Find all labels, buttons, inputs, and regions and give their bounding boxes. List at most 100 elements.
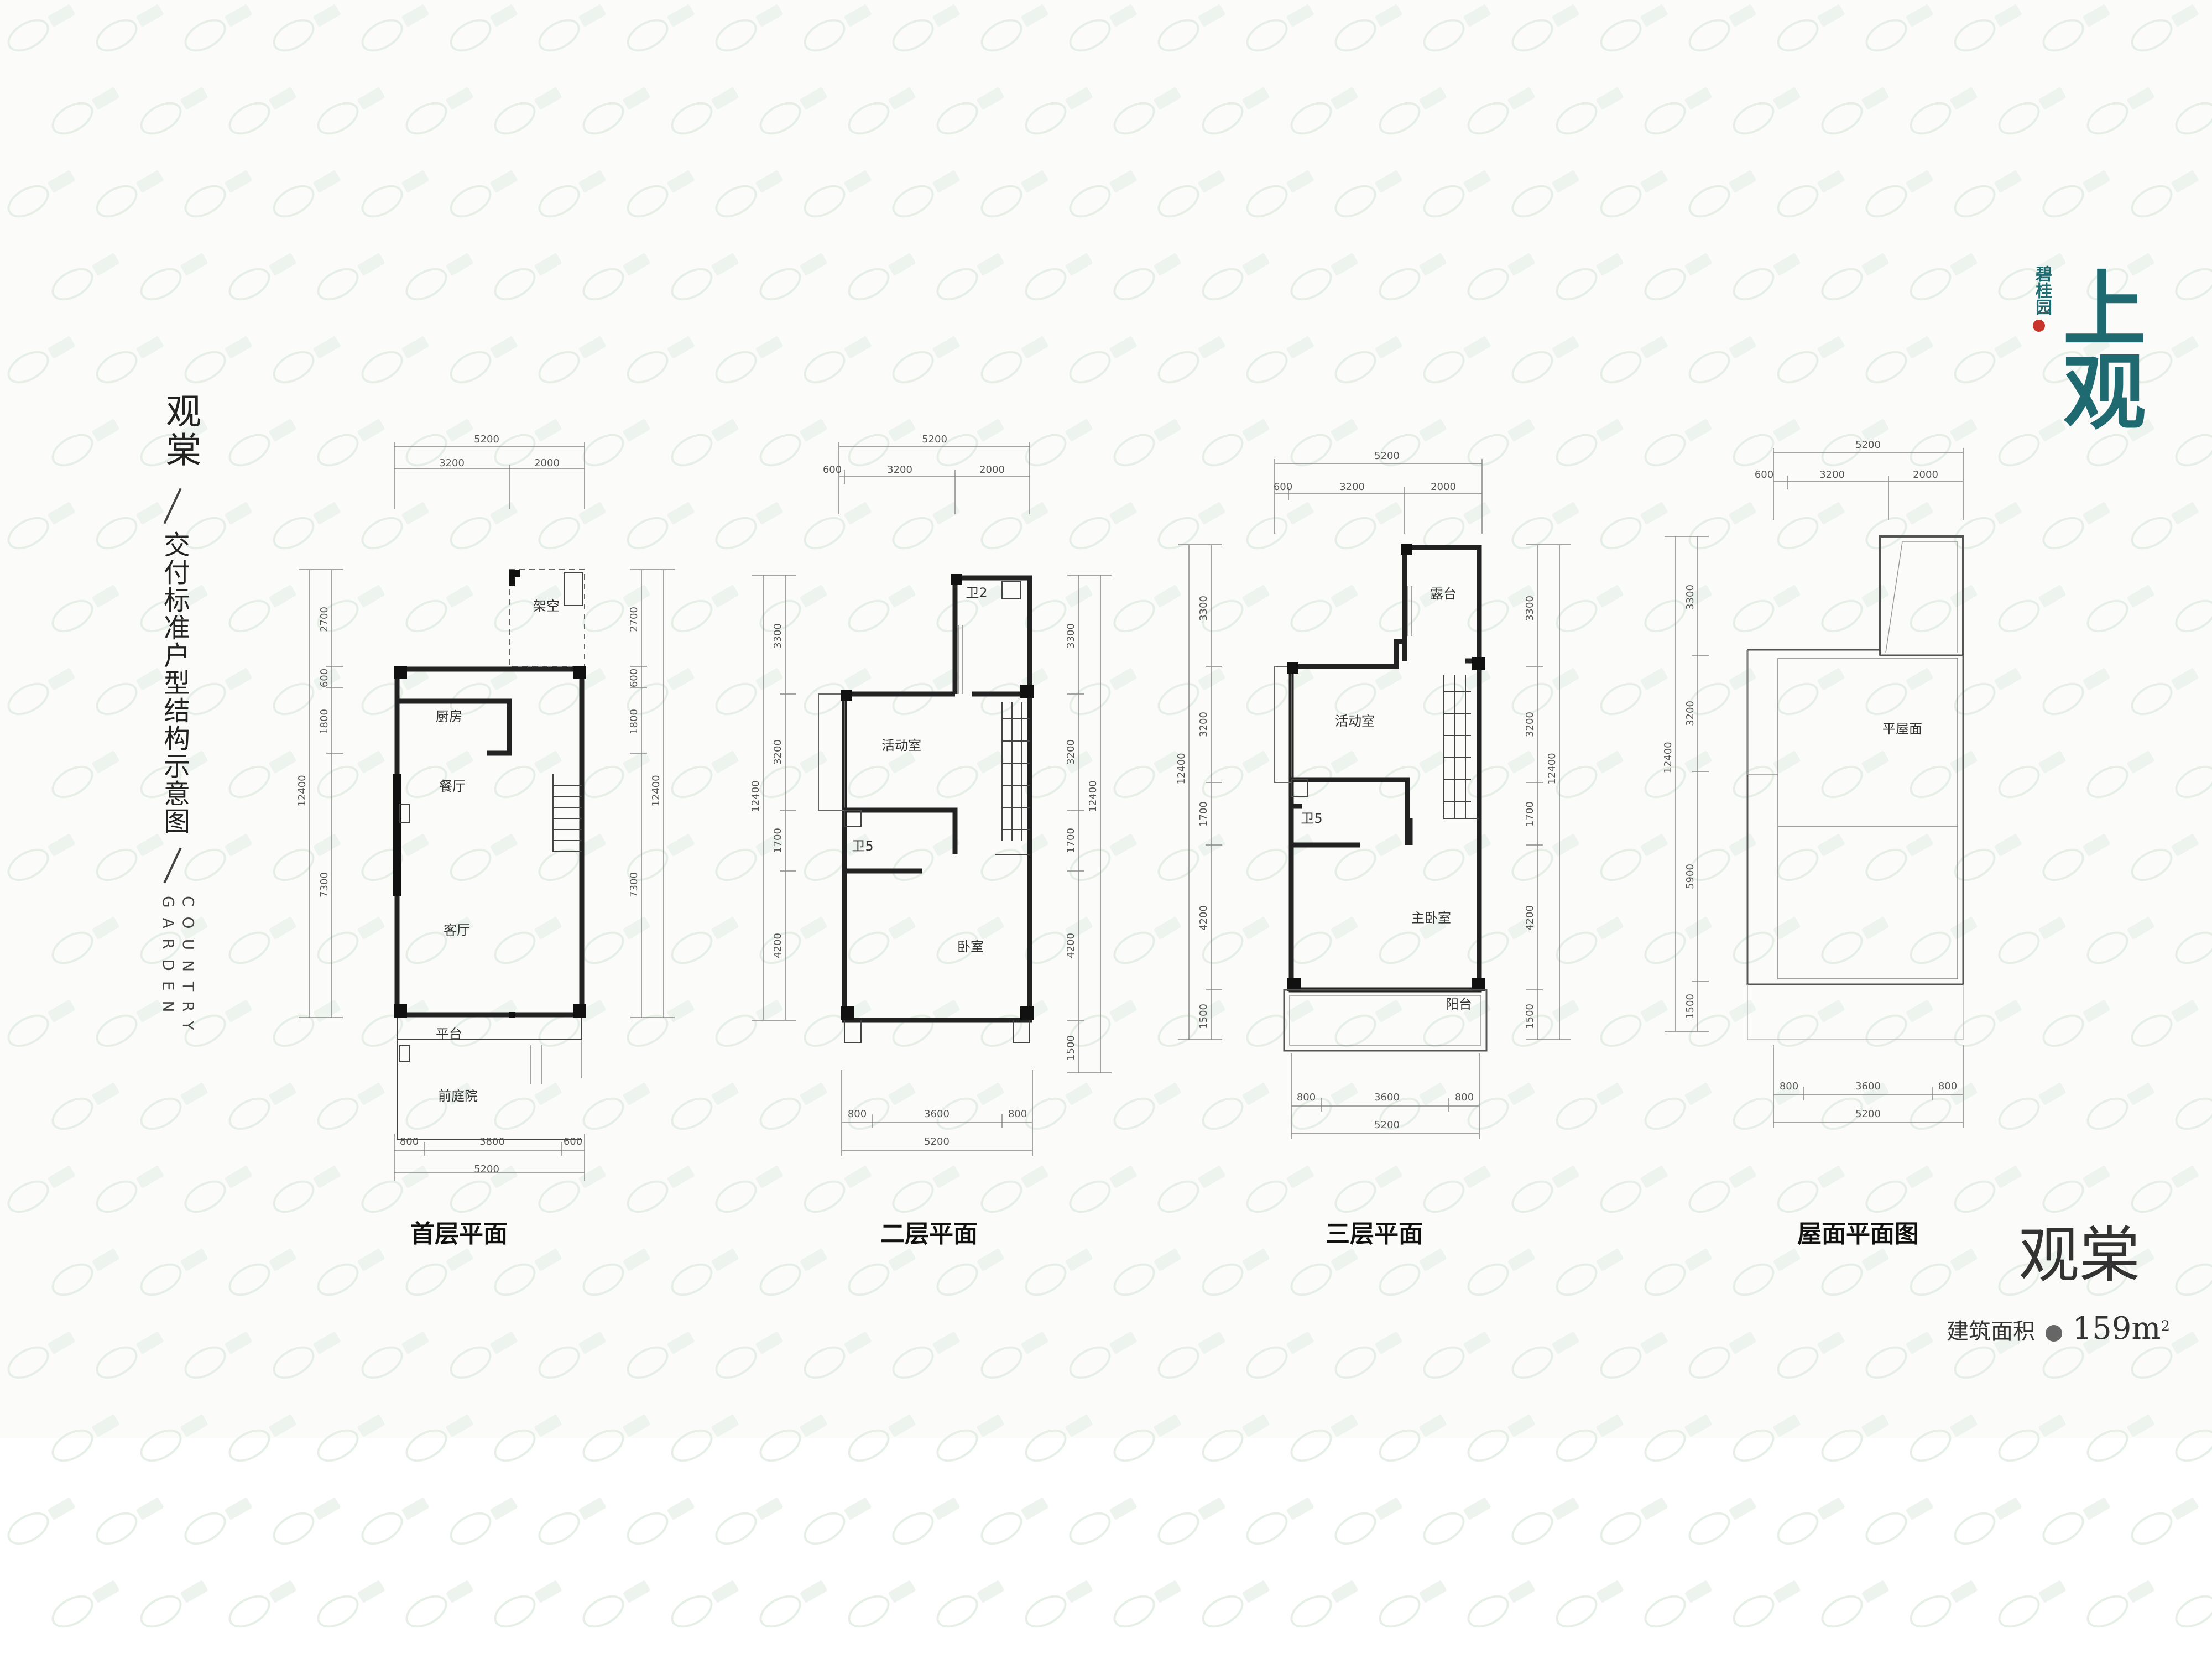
watermark-mark — [709, 1505, 763, 1552]
dim-label: 800 — [848, 1108, 867, 1120]
dim-label: 3200 — [1684, 701, 1696, 726]
watermark-mark — [975, 1505, 1028, 1552]
room-label: 主卧室 — [1411, 910, 1451, 926]
dim-label: 800 — [1008, 1108, 1027, 1120]
watermark-mark — [1904, 1588, 1957, 1635]
side-title-name: 观棠 — [160, 393, 201, 470]
side-title-block: 观棠 交付标准户型结构示意图 COUNTRY GARDEN — [155, 393, 205, 1045]
watermark-mark — [311, 1588, 364, 1635]
watermark-mark — [444, 1505, 497, 1552]
plan-roof: 5200 600 3200 2000 3300 3200 12400 5900 … — [1662, 439, 1964, 1128]
dim-label: 3200 — [1065, 739, 1077, 765]
dimension-chain-bottom: 800 3800 600 5200 — [394, 1134, 585, 1181]
watermark-mark — [267, 1505, 320, 1552]
room-label: 卧室 — [957, 939, 984, 954]
dim-label: 5200 — [474, 434, 499, 445]
plan-third-floor: 5200 600 3200 2000 3300 3200 12400 1700 … — [1176, 450, 1571, 1139]
dim-label: 800 — [400, 1136, 419, 1147]
dim-label: 5200 — [924, 1136, 950, 1147]
dim-label: 3200 — [1198, 712, 1209, 737]
watermark-mark — [798, 1505, 851, 1552]
watermark-mark — [1550, 1588, 1603, 1635]
dim-label: 3200 — [772, 739, 784, 765]
room-label: 平台 — [436, 1026, 462, 1042]
dimension-chain-right: 2700 600 1800 12400 7300 — [628, 569, 675, 1018]
watermark-mark — [621, 1505, 674, 1552]
watermark-mark — [1639, 1588, 1692, 1635]
watermark-mark — [2081, 1588, 2134, 1635]
watermark-mark — [400, 1588, 453, 1635]
watermark-mark — [90, 1505, 143, 1552]
dim-label: 600 — [823, 464, 842, 476]
watermark-mark — [1329, 1505, 1382, 1552]
dim-label: 5200 — [1374, 1119, 1400, 1131]
watermark-mark — [1019, 1588, 1072, 1635]
watermark-mark — [1727, 1588, 1780, 1635]
room-label: 前庭院 — [438, 1088, 478, 1104]
logo-brand-text: 碧桂园 — [2032, 265, 2052, 315]
dim-label: 1800 — [628, 709, 640, 734]
dim-label: 3600 — [1855, 1081, 1881, 1092]
dim-label: 3200 — [1524, 712, 1536, 737]
dim-label: 2000 — [1913, 469, 1938, 481]
room-label: 露台 — [1430, 586, 1457, 602]
watermark-mark — [1285, 1588, 1338, 1635]
room-label: 平屋面 — [1882, 721, 1922, 737]
area-bullet-icon — [2045, 1325, 2062, 1342]
room-label: 活动室 — [1335, 713, 1375, 729]
dim-label: 4200 — [772, 933, 784, 958]
area-unit-superscript: 2 — [2161, 1318, 2170, 1335]
dim-label: 800 — [1938, 1081, 1957, 1092]
dim-label: 1700 — [772, 828, 784, 853]
dim-label: 5200 — [1855, 1108, 1881, 1120]
watermark-mark — [488, 1588, 541, 1635]
dim-label: 3300 — [1065, 623, 1077, 649]
watermark-mark — [1506, 1505, 1559, 1552]
dim-label: 1500 — [1684, 994, 1696, 1019]
dim-label: 600 — [628, 669, 640, 687]
room-label: 卫2 — [966, 585, 987, 601]
dim-label: 600 — [319, 669, 330, 687]
unit-name: 观棠 — [2018, 1220, 2140, 1291]
area-label: 建筑面积 — [1947, 1319, 2035, 1344]
plan-title-ground: 首层平面 — [410, 1220, 508, 1248]
dim-label: 600 — [1755, 469, 1773, 481]
dim-label: 600 — [564, 1136, 582, 1147]
dimension-chain-top: 5200 600 3200 2000 — [1274, 450, 1483, 534]
side-brand-country: COUNTRY — [179, 896, 197, 1040]
watermark-mark — [1815, 1588, 1869, 1635]
room-label: 卫5 — [1301, 811, 1322, 826]
watermark-mark — [2125, 1505, 2178, 1552]
floor-plans-drawing: 5200 3200 2000 2700 600 1800 12400 7300 — [296, 434, 1964, 1181]
dim-label: 5200 — [922, 434, 947, 445]
dim-label: 4200 — [1198, 905, 1209, 931]
room-label: 卫5 — [852, 838, 873, 854]
watermark-mark — [1417, 1505, 1470, 1552]
dim-label: 800 — [1297, 1092, 1316, 1103]
dim-label: 4200 — [1524, 905, 1536, 931]
logo-project-name: 上观 — [2049, 265, 2146, 431]
side-brand-garden: GARDEN — [159, 896, 178, 1022]
dim-label: 12400 — [1662, 742, 1674, 773]
dim-label: 2000 — [979, 464, 1005, 476]
watermark-mark — [577, 1588, 630, 1635]
room-label: 阳台 — [1446, 997, 1472, 1012]
logo-seal-icon — [2033, 320, 2045, 332]
watermark-mark — [1373, 1588, 1426, 1635]
floor-plan-sheet — [0, 0, 2212, 1438]
dim-label: 12400 — [750, 780, 761, 812]
dim-label: 5200 — [1374, 450, 1400, 462]
dim-label: 3300 — [1524, 596, 1536, 621]
dim-label: 3200 — [1819, 469, 1845, 481]
watermark-mark — [179, 1505, 232, 1552]
dim-label: 2700 — [628, 607, 640, 632]
area-value: 159m — [2072, 1311, 2161, 1347]
dim-label: 2700 — [319, 607, 330, 632]
watermark-mark — [1771, 1505, 1824, 1552]
dim-label: 3200 — [1339, 481, 1365, 493]
watermark-mark — [1948, 1505, 2001, 1552]
dim-label: 12400 — [1087, 780, 1099, 812]
watermark-mark — [533, 1505, 586, 1552]
watermark-mark — [1992, 1588, 2046, 1635]
dim-label: 12400 — [1546, 753, 1558, 784]
